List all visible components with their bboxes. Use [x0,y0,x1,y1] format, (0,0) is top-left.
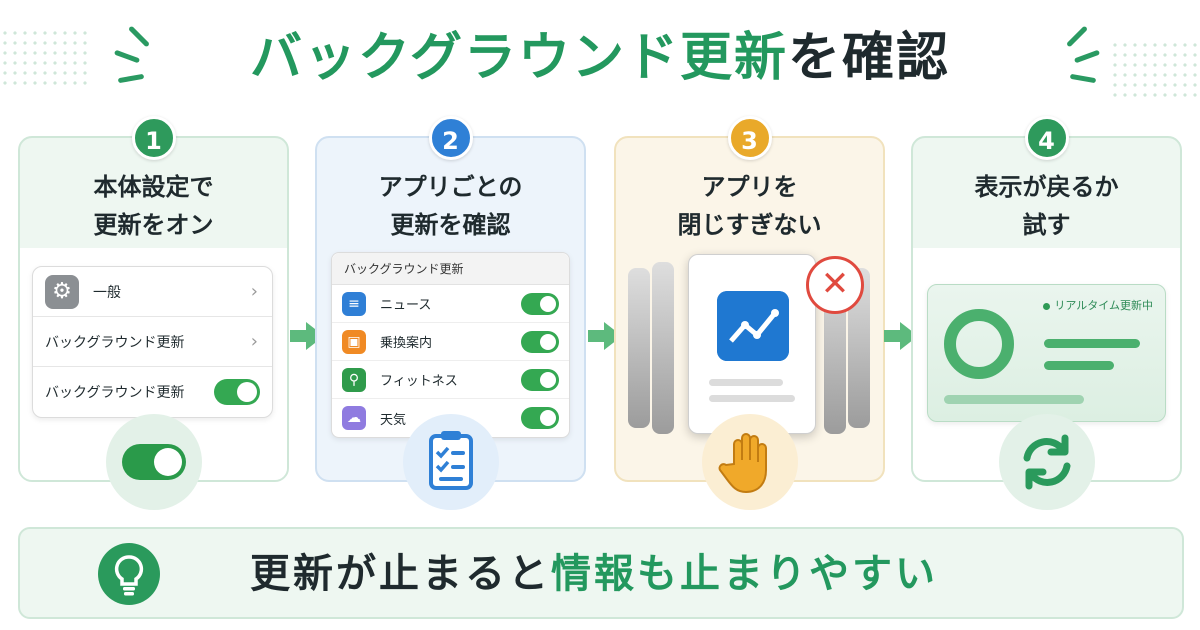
background-refresh-toggle[interactable] [214,379,260,405]
placeholder-line [709,395,795,402]
title-highlight: バックグラウンド更新 [250,28,788,88]
tip-banner: 更新が止まると情報も止まりやすい [18,527,1184,619]
content-bar [944,395,1084,404]
settings-row-background-toggle: バックグラウンド更新 [33,367,272,417]
lightbulb-icon [98,543,160,605]
realtime-widget: リアルタイム更新中 [927,284,1166,422]
step-title-line1: 表示が戻るか [974,173,1119,201]
chevron-right-icon: › [250,281,258,302]
step-title-line2: 閉じすぎない [677,211,822,239]
app-list-header: バックグラウンド更新 [332,253,569,285]
step-2-panel: 2 アプリごとの 更新を確認 バックグラウンド更新 ≡ ニュース ▣ 乗換案内 … [315,116,586,510]
app-toggle[interactable] [521,330,559,353]
chevron-right-icon: › [250,331,258,352]
app-label: 乗換案内 [380,336,433,351]
step-title: 本体設定で 更新をオン [20,168,287,244]
placeholder-line [709,379,783,386]
background-app-card [628,268,650,428]
app-row-fitness: ⚲ フィットネス [332,361,569,399]
refresh-icon [1023,434,1070,490]
step-number: 1 [131,116,176,160]
step-1-panel: 1 本体設定で 更新をオン ⚙ 一般 › バックグラウンド更新 › バックグラウ… [18,116,289,510]
lightbulb-svg [114,555,144,596]
app-switcher-card[interactable] [688,254,816,434]
train-icon: ▣ [342,329,366,354]
hand-stop-icon [718,433,767,494]
banner-text-highlight: 情報も止まりやすい [551,551,938,597]
app-label: フィットネス [380,374,458,389]
step-icon-circle [998,414,1095,510]
background-app-card [652,262,674,434]
live-dot-icon [1043,302,1051,310]
toggle-on-icon [121,444,186,480]
app-row-transit: ▣ 乗換案内 [332,323,569,361]
step-title: アプリを 閉じすぎない [616,168,883,244]
step-title-line1: アプリを [701,173,798,201]
settings-row-label: バックグラウンド更新 [45,385,185,401]
step-3-panel: 3 アプリを 閉じすぎない ✕ [614,116,885,510]
app-label: ニュース [380,298,432,313]
app-row-news: ≡ ニュース [332,285,569,323]
title-rest: を確認 [787,28,950,88]
step-icon-circle [701,414,798,510]
content-bar [1044,339,1140,348]
app-toggle[interactable] [521,368,559,391]
app-row-weather: ☁ 天気 [332,399,569,437]
news-icon: ≡ [342,291,366,316]
ring-icon [944,309,1014,379]
banner-text-part1: 更新が止まると [250,551,551,597]
background-app-card [848,268,870,428]
app-toggle[interactable] [521,292,559,315]
runner-icon: ⚲ [342,367,366,392]
step-title-line2: 試す [1022,211,1071,239]
settings-card: ⚙ 一般 › バックグラウンド更新 › バックグラウンド更新 [32,266,273,418]
step-4-panel: 4 表示が戻るか 試す リアルタイム更新中 [911,116,1182,510]
page-title: バックグラウンド更新を確認 [0,18,1200,98]
settings-row-background-refresh[interactable]: バックグラウンド更新 › [33,317,272,367]
step-title: 表示が戻るか 試す [913,168,1180,244]
app-toggle[interactable] [521,407,559,429]
cloud-icon: ☁ [342,406,366,430]
settings-row-general[interactable]: ⚙ 一般 › [33,267,272,317]
dots-decoration-right [1110,40,1200,100]
settings-row-label: バックグラウンド更新 [45,334,185,351]
step-title-line1: 本体設定で [93,173,214,201]
step-title-line1: アプリごとの [378,173,523,201]
realtime-status: リアルタイム更新中 [1043,297,1153,313]
step-icon-circle [402,414,499,510]
gear-icon: ⚙ [45,274,79,309]
step-icon-circle [105,414,202,510]
content-bar [1044,361,1114,370]
dots-decoration-left [0,28,90,88]
step-title: アプリごとの 更新を確認 [317,168,584,244]
step-number: 2 [428,116,473,160]
app-label: 天気 [380,412,407,428]
realtime-label: リアルタイム更新中 [1054,299,1153,312]
settings-row-label: 一般 [93,284,121,301]
step-title-line2: 更新を確認 [390,211,511,239]
checklist-icon [428,431,473,490]
app-list-card: バックグラウンド更新 ≡ ニュース ▣ 乗換案内 ⚲ フィットネス ☁ 天気 [331,252,570,438]
chart-app-icon [717,291,789,361]
step-number: 4 [1024,116,1069,160]
close-icon: ✕ [806,256,864,314]
step-title-line2: 更新をオン [93,211,214,239]
banner-text: 更新が止まると情報も止まりやすい [250,543,938,605]
step-number: 3 [727,116,772,160]
